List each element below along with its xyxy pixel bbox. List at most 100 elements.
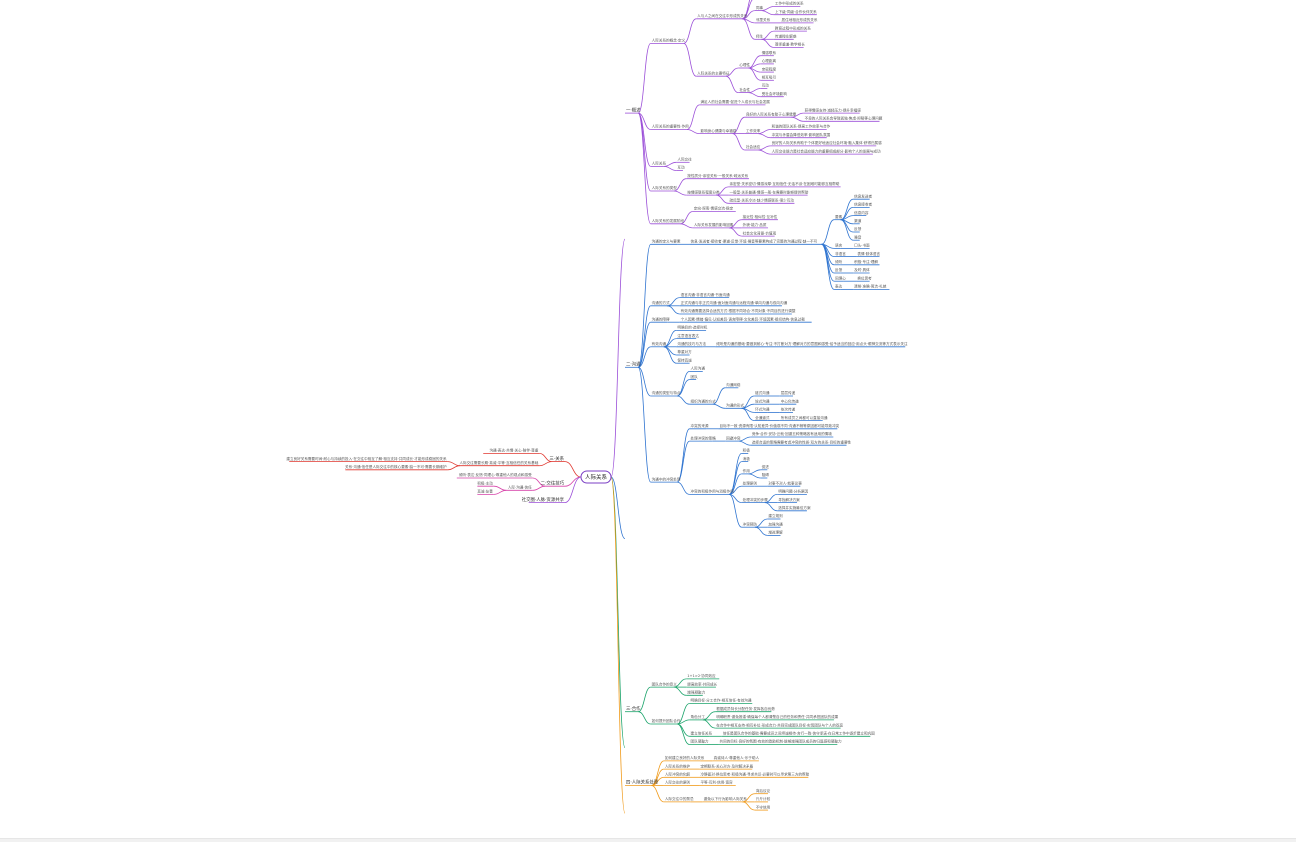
node-label[interactable]: 链式沟通: [755, 390, 770, 395]
node-label[interactable]: 邻里关系: [756, 17, 771, 22]
node-label[interactable]: 定期联系·关心对方·及时解决矛盾: [700, 763, 753, 768]
node-label[interactable]: 建立良好关系需要时间·耐心与持续的投入·在交往中相互了解·相互支持·共同成长·才…: [286, 456, 447, 461]
node-label[interactable]: 口头·书面: [854, 243, 870, 248]
node-label[interactable]: 和谐的团队关系·提高工作效率与合作: [772, 124, 831, 129]
node-label[interactable]: 接近性·相似性·互补性: [743, 214, 778, 219]
node-label[interactable]: 沟通的障碍: [652, 316, 670, 321]
node-label[interactable]: 及时·具体: [854, 267, 870, 272]
node-label[interactable]: 不守信用: [756, 804, 771, 809]
node-label[interactable]: 增进理解: [768, 530, 783, 535]
node-label[interactable]: 反馈: [854, 226, 862, 231]
node-label[interactable]: 团队合作的意义: [652, 681, 678, 686]
node-label[interactable]: 目标不一致·资源有限·认知差异·价值观不同·沟通不畅等原因都可能导致冲突: [720, 423, 840, 428]
node-label[interactable]: 换位思考: [857, 275, 872, 280]
node-label[interactable]: 平等·互利·信用·宽容: [700, 780, 733, 785]
node-label[interactable]: 人际交往需要长期·真诚·平等·互相信任的关系基础: [459, 460, 538, 465]
node-label[interactable]: 阻碍: [762, 472, 770, 477]
node-label[interactable]: 按性质分·亲密关系·一般关系·疏远关系: [687, 173, 748, 178]
node-label[interactable]: 保持真诚: [677, 357, 692, 362]
node-label[interactable]: 真诚待人·尊重他人·乐于助人: [714, 755, 760, 760]
node-label[interactable]: 有效沟通: [652, 341, 667, 346]
node-label[interactable]: 冲突的积极作用与消极作用: [691, 489, 735, 494]
node-label[interactable]: 获得情感支持·减轻压力·提升幸福感: [805, 107, 862, 112]
node-label[interactable]: 二·沟通: [626, 361, 641, 368]
node-label[interactable]: 对事不对人·就事论事: [768, 480, 802, 485]
node-label[interactable]: 亲密型·关系密切·情感深厚·互相信任·无话不谈·在困难时能够互相帮助: [729, 181, 839, 186]
node-label[interactable]: 倾听: [835, 259, 843, 264]
node-label[interactable]: 人际关系的类型: [652, 185, 678, 190]
node-label[interactable]: 处理冲突的步骤: [743, 497, 769, 502]
node-label[interactable]: 影响身心健康与幸福感: [700, 128, 736, 133]
node-label[interactable]: 外貌·能力·品质: [743, 222, 767, 227]
node-label[interactable]: 积极·主动: [477, 480, 493, 485]
node-label[interactable]: 人际冲突的化解: [665, 772, 691, 777]
node-label[interactable]: 四·人际关系处理: [626, 779, 659, 786]
node-label[interactable]: 信息内容: [854, 210, 869, 215]
node-label[interactable]: 噪音: [854, 234, 862, 239]
node-label[interactable]: 消极: [743, 456, 751, 461]
node-label[interactable]: 根据成员特长分配任务·发挥各自优势: [716, 706, 775, 711]
node-label[interactable]: 良好的人际关系有助于个体更好地适应社会环境·融入集体·获得归属感: [772, 140, 883, 145]
node-label[interactable]: 信任是团队合作的基础·需要成员之间坦诚相待·言行一致·信守承诺·在日常工作中逐步…: [723, 731, 875, 736]
node-label[interactable]: 沟通的定义与要素: [652, 239, 681, 244]
node-label[interactable]: 明确目的·选择时机: [677, 325, 707, 330]
node-label[interactable]: 人际交往: [677, 157, 692, 162]
node-label[interactable]: 人际关系的维护: [665, 763, 691, 768]
node-label[interactable]: 中心化传递: [781, 398, 799, 403]
node-label[interactable]: 环式沟通: [755, 407, 770, 412]
node-label[interactable]: 人际交往中的禁忌: [665, 796, 694, 801]
node-label[interactable]: 社会适应: [746, 144, 761, 149]
node-label[interactable]: 沟通的形式: [726, 403, 744, 408]
node-label[interactable]: 工作效率: [746, 128, 761, 133]
node-label[interactable]: 加强沟通: [768, 521, 783, 526]
node-label[interactable]: 组织沟通的方式: [691, 398, 717, 403]
node-label[interactable]: 避免以下行为影响人际关系: [704, 796, 748, 801]
node-label[interactable]: 人际关系的主要特征: [697, 70, 730, 75]
node-label[interactable]: 沟通的类型与特点: [652, 390, 681, 395]
node-label[interactable]: 作用: [743, 468, 751, 473]
node-label[interactable]: 人际沟通: [691, 366, 706, 371]
node-label[interactable]: 倾听·表达·反馈·同理心·尊重他人的观点和感受: [459, 472, 532, 477]
node-label[interactable]: 人与人之间在交往中形成的关系: [697, 13, 748, 18]
node-label[interactable]: 人际关系发展的影响因素: [694, 222, 734, 227]
node-label[interactable]: 共同的目标·良好的氛围·有效的激励机制·能够增强团队成员的归属感和凝聚力: [720, 739, 842, 744]
node-label[interactable]: 沟通的方式: [652, 300, 670, 305]
node-label[interactable]: 处理原则: [743, 480, 758, 485]
node-label[interactable]: 冷静面对·换位思考·积极沟通·寻求共识·必要时可以寻求第三方的帮助: [700, 772, 809, 777]
node-label[interactable]: 反馈: [835, 267, 843, 272]
node-label[interactable]: 斤斤计较: [756, 796, 771, 801]
node-label[interactable]: 人际关系的概念·定义: [652, 38, 686, 43]
node-label[interactable]: 互动: [677, 165, 685, 170]
node-label[interactable]: 在合作中相互支持·相互补位·形成合力·共同完成团队目标·实现团队与个人的双赢: [716, 722, 843, 727]
node-label[interactable]: 注意语言表达: [677, 333, 699, 338]
node-label[interactable]: 三·合作: [626, 705, 641, 712]
node-label[interactable]: 一般型·关系普通·情感一般·在需要时能够提供帮助: [729, 189, 808, 194]
node-label[interactable]: 所有成员之间都可以直接沟通: [781, 415, 828, 420]
node-label[interactable]: 人际关系的重要性·作用: [652, 124, 689, 129]
node-label[interactable]: 沟通·表达·共情·关心·陪伴·尊重: [489, 448, 538, 453]
node-label[interactable]: 定向·探索·情感交流·稳定: [694, 206, 734, 211]
node-label[interactable]: 满足人的社会需要·促进个人成长与社会发展: [700, 99, 770, 104]
node-label[interactable]: 明确目标·分工合作·相互信任·有效沟通: [691, 698, 752, 703]
node-label[interactable]: 人际交往能力是社会适应能力的重要组成部分·影响个人的发展与成功: [772, 148, 881, 153]
node-label[interactable]: 明确问题·分析原因: [778, 489, 808, 494]
node-label[interactable]: 冲突的来源: [691, 423, 709, 428]
node-label[interactable]: 按情感联系程度分类: [687, 189, 720, 194]
node-label[interactable]: 良好的人际关系有助于心理健康: [746, 111, 797, 116]
node-label[interactable]: 二·交往技巧: [541, 479, 565, 486]
node-label[interactable]: 人际关系: [652, 161, 667, 166]
node-label[interactable]: 如何建立良好的人际关系: [665, 755, 705, 760]
node-label[interactable]: 人际交往的原则: [665, 780, 691, 785]
node-label[interactable]: 信息接收者: [854, 202, 872, 207]
node-label[interactable]: 信息发送者: [854, 193, 872, 198]
node-label[interactable]: 关系·沟通·信任是人际交往中的核心要素·缺一不可·需要长期维护: [345, 464, 447, 469]
node-label[interactable]: 语言沟通·非语言沟通·书面沟通: [681, 292, 730, 297]
root-box[interactable]: [580, 470, 612, 484]
node-label[interactable]: 互动: [762, 83, 770, 88]
node-label[interactable]: 明确职责·避免推诿·确保每个人都清楚自己的任务和责任·共同承担团队的成果: [716, 714, 838, 719]
node-label[interactable]: 工作中形成的关系: [775, 1, 804, 6]
node-label[interactable]: 社会文化背景·价值观: [743, 230, 777, 235]
node-label[interactable]: 居住地相近形成的关系: [782, 17, 818, 22]
node-label[interactable]: 要素: [835, 214, 843, 219]
node-label[interactable]: 选择并实施最佳方案: [778, 505, 811, 510]
